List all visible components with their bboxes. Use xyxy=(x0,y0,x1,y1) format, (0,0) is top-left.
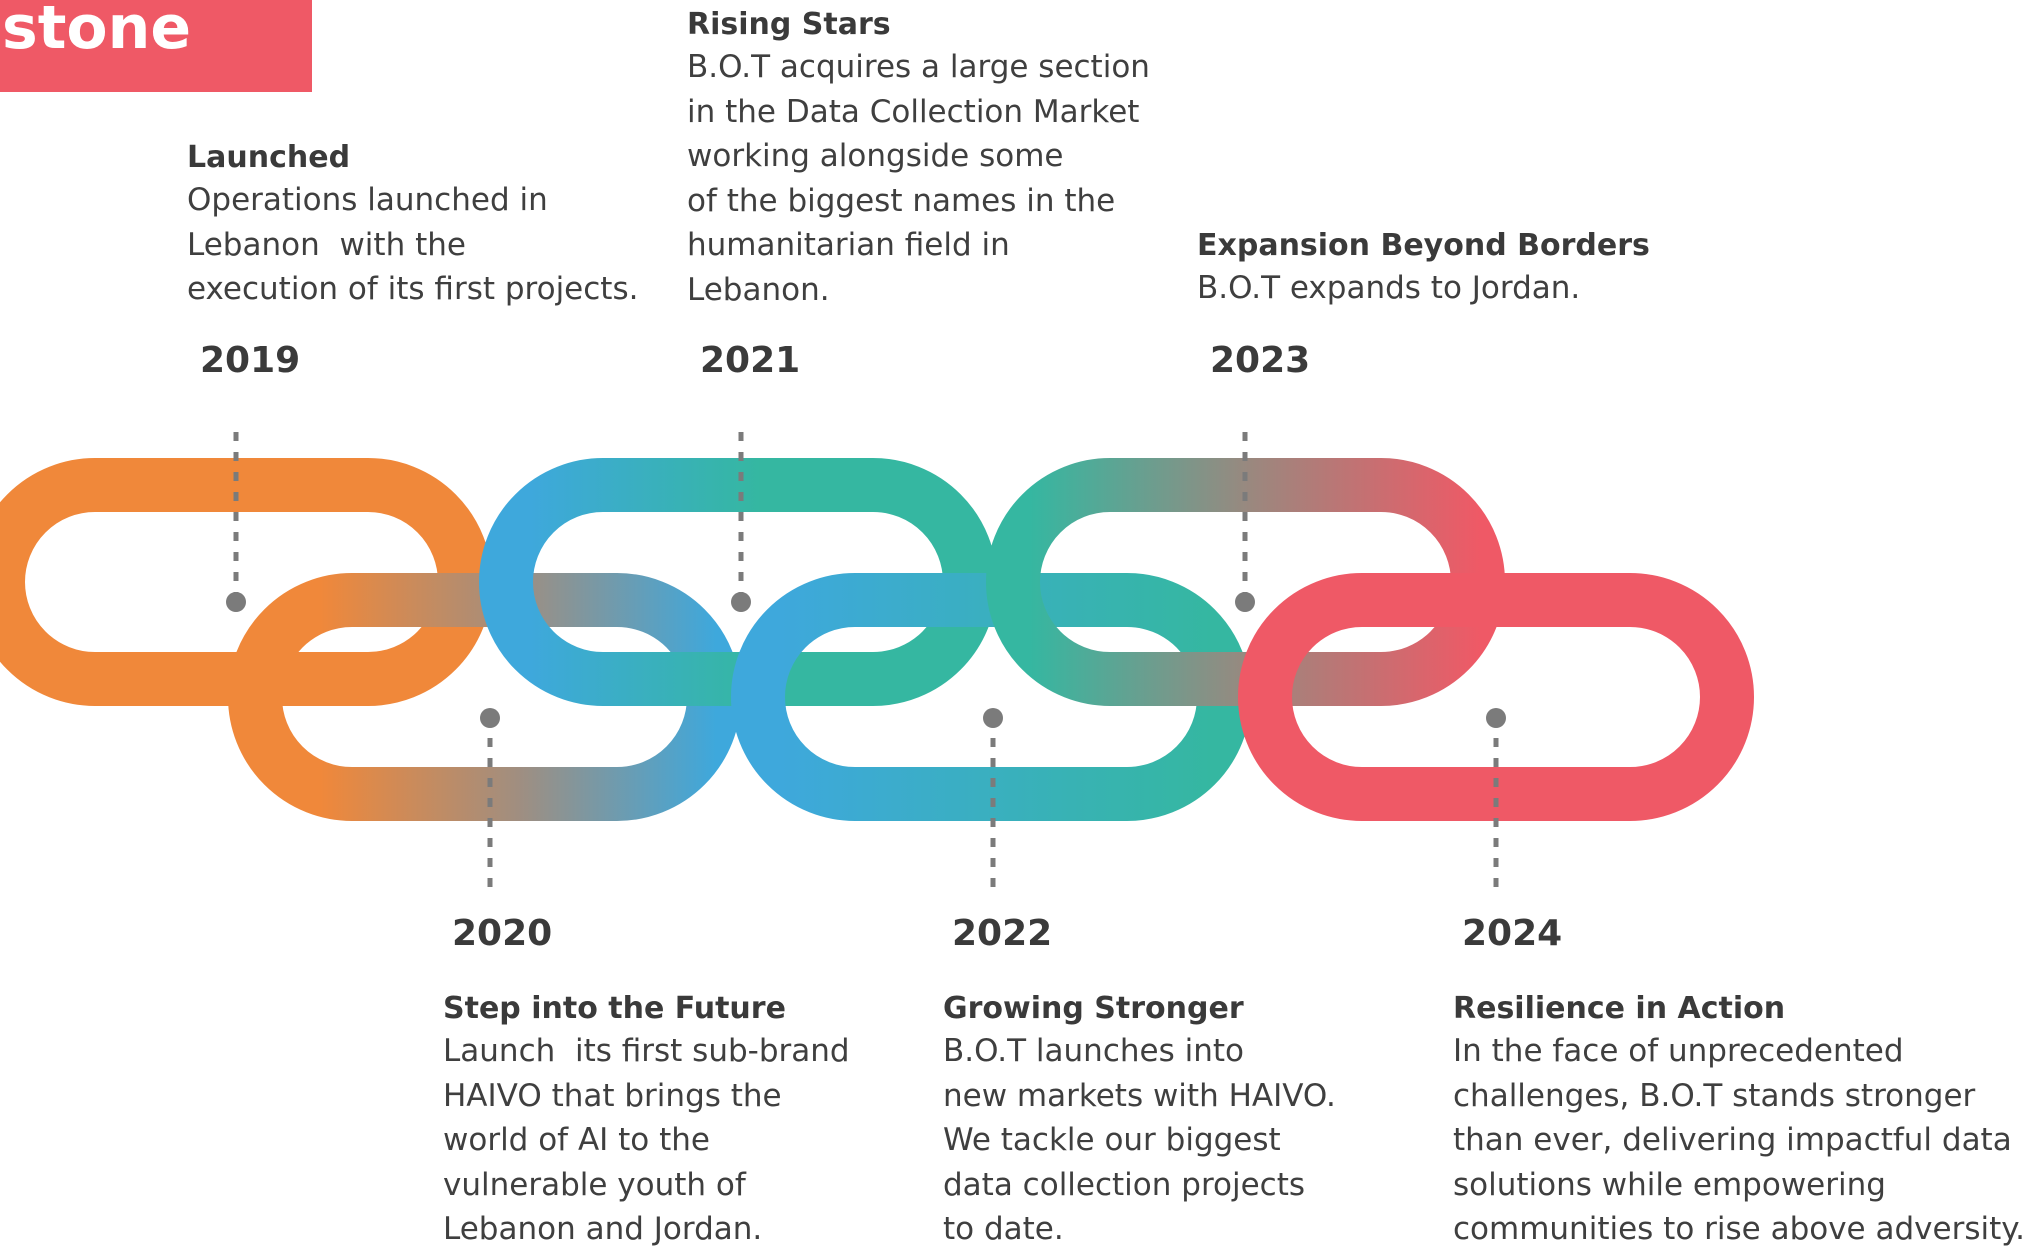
chain-link-2023 xyxy=(986,458,1505,706)
description-line: to date. xyxy=(943,1211,1064,1247)
chain-link-2024 xyxy=(1238,573,1754,821)
description-line: Lebanon and Jordan. xyxy=(443,1211,763,1247)
milestone-description: Operations launched in Lebanon with the ex… xyxy=(187,178,638,312)
description-line: B.O.T acquires a large section xyxy=(687,49,1150,85)
milestone-description: B.O.T acquires a large section in the Dat… xyxy=(687,45,1150,312)
connector-2020-dot xyxy=(480,708,500,728)
description-line: in the Data Collection Market xyxy=(687,93,1140,130)
description-line: Lebanon with the xyxy=(187,226,466,263)
description-line: solutions while empowering xyxy=(1453,1166,1886,1203)
connector-2024-dot xyxy=(1486,708,1506,728)
milestone-description: In the face of unprecedented challenges, … xyxy=(1453,1029,2025,1252)
connector-2022-dot xyxy=(983,708,1003,728)
description-line: execution of its first projects. xyxy=(187,271,639,307)
milestone-title: Rising Stars xyxy=(687,7,891,42)
milestone-title: Launched xyxy=(187,140,351,175)
description-line: data collection projects xyxy=(943,1166,1306,1203)
description-line: B.O.T launches into xyxy=(943,1033,1244,1069)
connector-2021-dot xyxy=(731,592,751,612)
description-line: Lebanon. xyxy=(687,271,830,308)
description-line: In the face of unprecedented xyxy=(1453,1033,1904,1069)
description-line: B.O.T expands to Jordan. xyxy=(1197,270,1581,306)
description-line: communities to rise above adversity. xyxy=(1453,1211,2026,1247)
milestone-year: 2019 xyxy=(200,340,301,381)
description-line: Operations launched in xyxy=(187,182,548,218)
brand-banner: stone xyxy=(0,0,312,92)
milestone-description: B.O.T launches into new markets with HAIV… xyxy=(943,1029,1336,1252)
milestone-year: 2020 xyxy=(452,913,553,954)
chain-link-2020 xyxy=(228,573,741,821)
description-line: than ever, delivering impactful data xyxy=(1453,1122,2012,1158)
milestone-title: Expansion Beyond Borders xyxy=(1197,228,1650,263)
milestone-year: 2022 xyxy=(952,913,1053,954)
milestone-title: Step into the Future xyxy=(443,991,786,1026)
brand-text: stone xyxy=(2,0,192,63)
chain-link-2022 xyxy=(731,573,1251,821)
milestone-year: 2023 xyxy=(1210,340,1311,381)
description-line: humanitarian field in xyxy=(687,227,1010,263)
milestone-year: 2021 xyxy=(700,340,801,381)
description-line: world of AI to the xyxy=(443,1122,710,1158)
description-line: vulnerable youth of xyxy=(443,1166,746,1203)
milestone-description: B.O.T expands to Jordan. xyxy=(1197,266,1650,311)
description-line: HAIVO that brings the xyxy=(443,1077,782,1114)
milestone-title: Resilience in Action xyxy=(1453,991,1786,1026)
description-line: challenges, B.O.T stands stronger xyxy=(1453,1077,1976,1114)
milestone-year: 2024 xyxy=(1462,913,1563,954)
connector-2023-dot xyxy=(1235,592,1255,612)
description-line: of the biggest names in the xyxy=(687,182,1116,219)
chain-link-2019 xyxy=(0,458,492,706)
description-line: We tackle our biggest xyxy=(943,1122,1281,1158)
chain-link-2021 xyxy=(479,458,997,706)
description-line: Launch its first sub-brand xyxy=(443,1033,850,1069)
description-line: new markets with HAIVO. xyxy=(943,1077,1336,1114)
milestone-title: Growing Stronger xyxy=(943,991,1244,1026)
connector-2019-dot xyxy=(226,592,246,612)
description-line: working alongside some xyxy=(687,138,1064,174)
